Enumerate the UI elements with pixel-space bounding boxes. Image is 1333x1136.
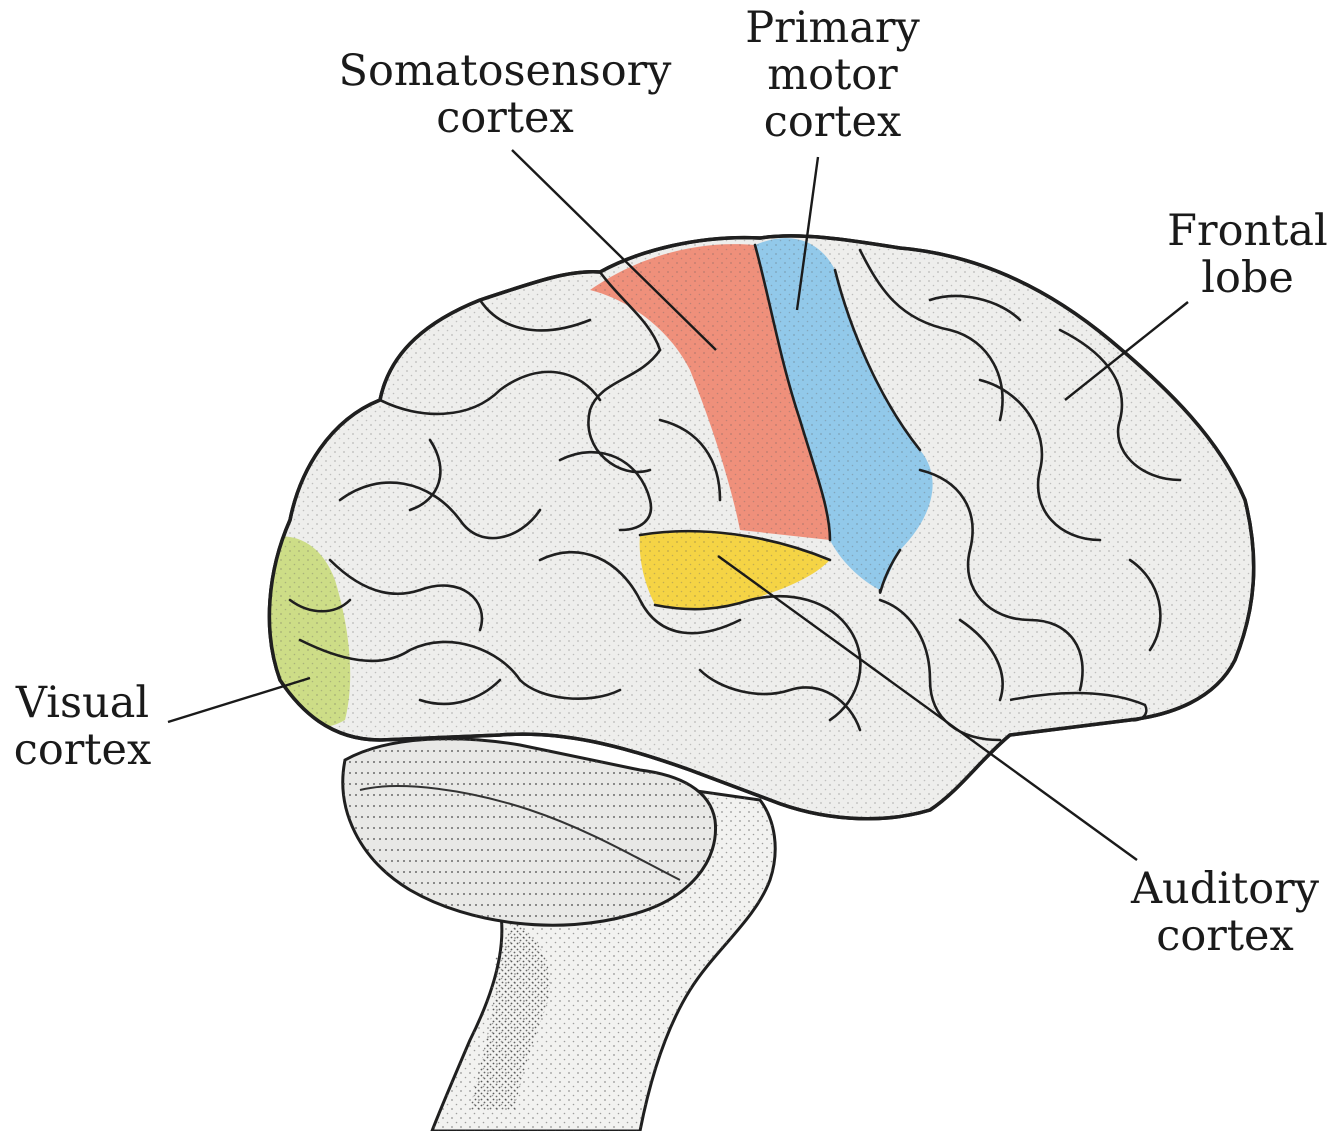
auditory-label-line-2: cortex: [1120, 913, 1330, 960]
visual-cortex-leader-line: [168, 678, 310, 722]
primary-motor-label-line-2: motor: [735, 52, 930, 99]
cerebrum: [259, 236, 1254, 819]
frontal-lobe-label: Frontal lobe: [1160, 208, 1333, 302]
auditory-cortex-label: Auditory cortex: [1120, 866, 1330, 960]
auditory-label-line-1: Auditory: [1120, 866, 1330, 913]
somatosensory-label-line-1: Somatosensory: [330, 48, 680, 95]
visual-label-line-1: Visual: [0, 680, 165, 727]
visual-label-line-2: cortex: [0, 727, 165, 774]
somatosensory-label-line-2: cortex: [330, 95, 680, 142]
frontal-lobe-label-line-2: lobe: [1160, 255, 1333, 302]
primary-motor-label-line-3: cortex: [735, 99, 930, 146]
somatosensory-cortex-label: Somatosensory cortex: [330, 48, 680, 142]
visual-cortex-label: Visual cortex: [0, 680, 165, 774]
primary-motor-cortex-label: Primary motor cortex: [735, 5, 930, 146]
primary-motor-label-line-1: Primary: [735, 5, 930, 52]
frontal-lobe-label-line-1: Frontal: [1160, 208, 1333, 255]
cerebellum: [343, 739, 716, 925]
